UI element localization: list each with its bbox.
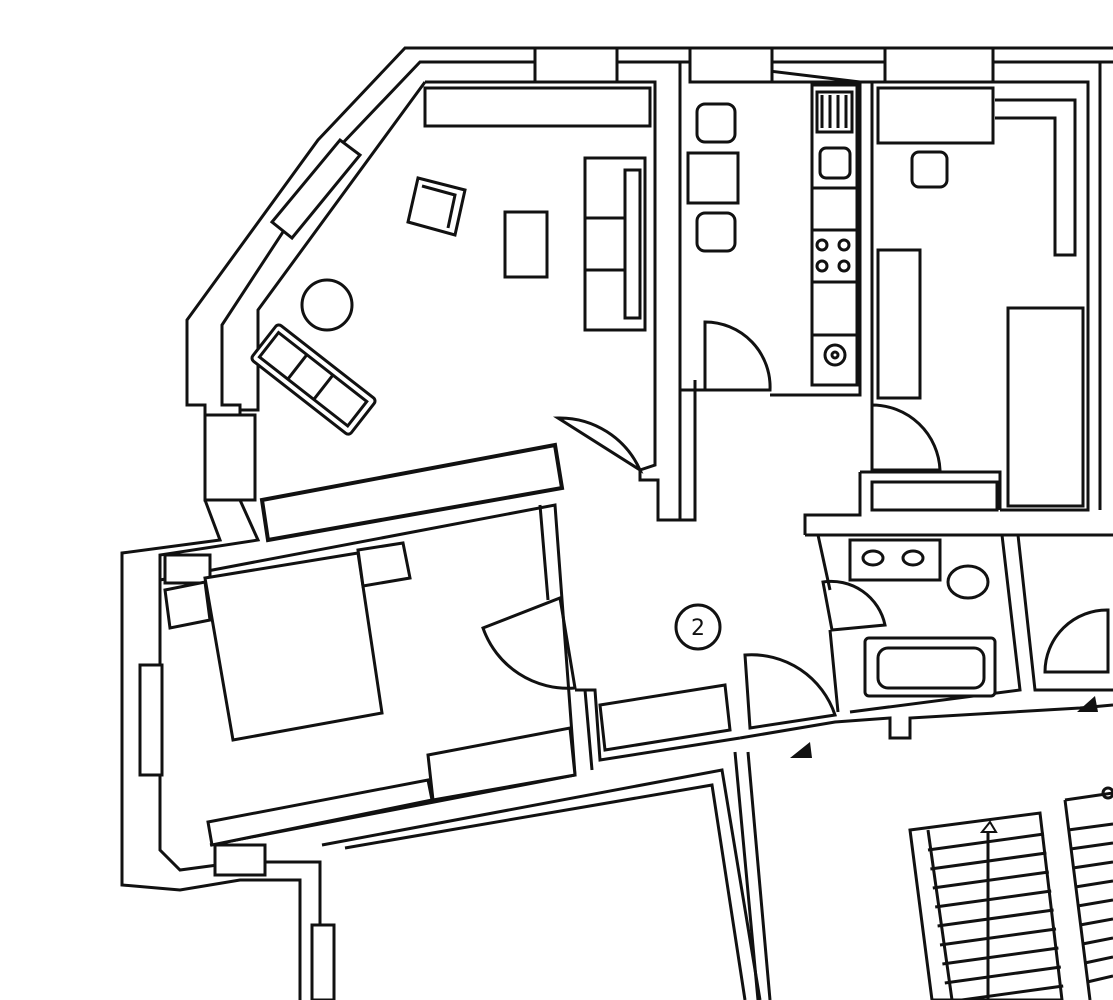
- staircase: [908, 786, 1113, 1000]
- door-right-room: [1043, 608, 1110, 674]
- hall-cabinet: [598, 683, 732, 752]
- door-bathroom: [821, 579, 887, 632]
- stair-tread: [1074, 879, 1113, 889]
- stair-tread: [927, 832, 1045, 852]
- bed-single: [1006, 306, 1085, 508]
- stair-tread: [1072, 860, 1113, 870]
- door-entrance: [743, 653, 837, 730]
- bedroom-2: [870, 86, 1085, 512]
- kitchen-table: [686, 151, 740, 205]
- sofa-back: [623, 168, 642, 320]
- stair-tread: [950, 984, 1064, 1000]
- unit-number: 2: [691, 616, 705, 641]
- entrance-arrow-icon: [1077, 696, 1098, 712]
- stair-tread: [939, 927, 1057, 947]
- windows: [138, 46, 995, 1000]
- armchair: [406, 176, 467, 237]
- coffee-table: [503, 210, 549, 279]
- window-lower-left: [310, 923, 336, 1000]
- door-bedroom2: [870, 403, 942, 472]
- window-bedroom2: [883, 46, 995, 84]
- wardrobe: [876, 248, 922, 400]
- living-shelf: [423, 86, 652, 128]
- stair-tread: [1070, 841, 1113, 851]
- double-bed: [203, 551, 384, 742]
- door-bedroom1: [481, 595, 577, 690]
- door-living: [552, 416, 644, 474]
- kitchen-chair: [695, 102, 737, 144]
- window-bedroom-bottom: [213, 843, 267, 877]
- nightstand: [163, 580, 212, 630]
- window-kitchen: [688, 46, 774, 84]
- door-kitchen: [703, 320, 772, 392]
- kitchen-chair: [695, 211, 737, 253]
- stair-tread: [1082, 936, 1113, 946]
- living-room: [250, 86, 652, 474]
- hall: 2: [598, 603, 1098, 758]
- window-living-left: [203, 413, 257, 502]
- stair-tread: [1086, 974, 1113, 984]
- stair-tread: [932, 870, 1050, 890]
- stairs-up-arrow-icon: [979, 820, 998, 833]
- stair-tread: [934, 889, 1052, 909]
- window-living-diagonal: [269, 137, 363, 241]
- round-table: [300, 278, 354, 332]
- interior-walls: [159, 60, 1113, 1000]
- wardrobe: [426, 726, 577, 802]
- bathroom: [821, 538, 997, 698]
- stair-tread: [1084, 955, 1113, 965]
- toilet: [946, 564, 990, 600]
- desk: [876, 86, 995, 145]
- stair-tread: [944, 965, 1062, 985]
- window-bedroom-left: [138, 663, 164, 777]
- kitchen: [686, 83, 859, 392]
- stair-tread: [942, 946, 1059, 966]
- stair-tread: [1067, 822, 1113, 832]
- stair-tread: [1079, 917, 1113, 927]
- entrance-arrow-icon: [790, 742, 812, 758]
- nightstand: [356, 541, 412, 588]
- lounge-chair: [250, 323, 377, 436]
- window-living-top: [533, 46, 619, 84]
- desk-chair: [910, 150, 949, 189]
- bedroom-1: [163, 541, 577, 847]
- unit-label: 2: [674, 603, 722, 651]
- window-bedroom-corner: [163, 553, 212, 585]
- stair-tread: [1077, 898, 1113, 908]
- stair-tread: [937, 908, 1054, 928]
